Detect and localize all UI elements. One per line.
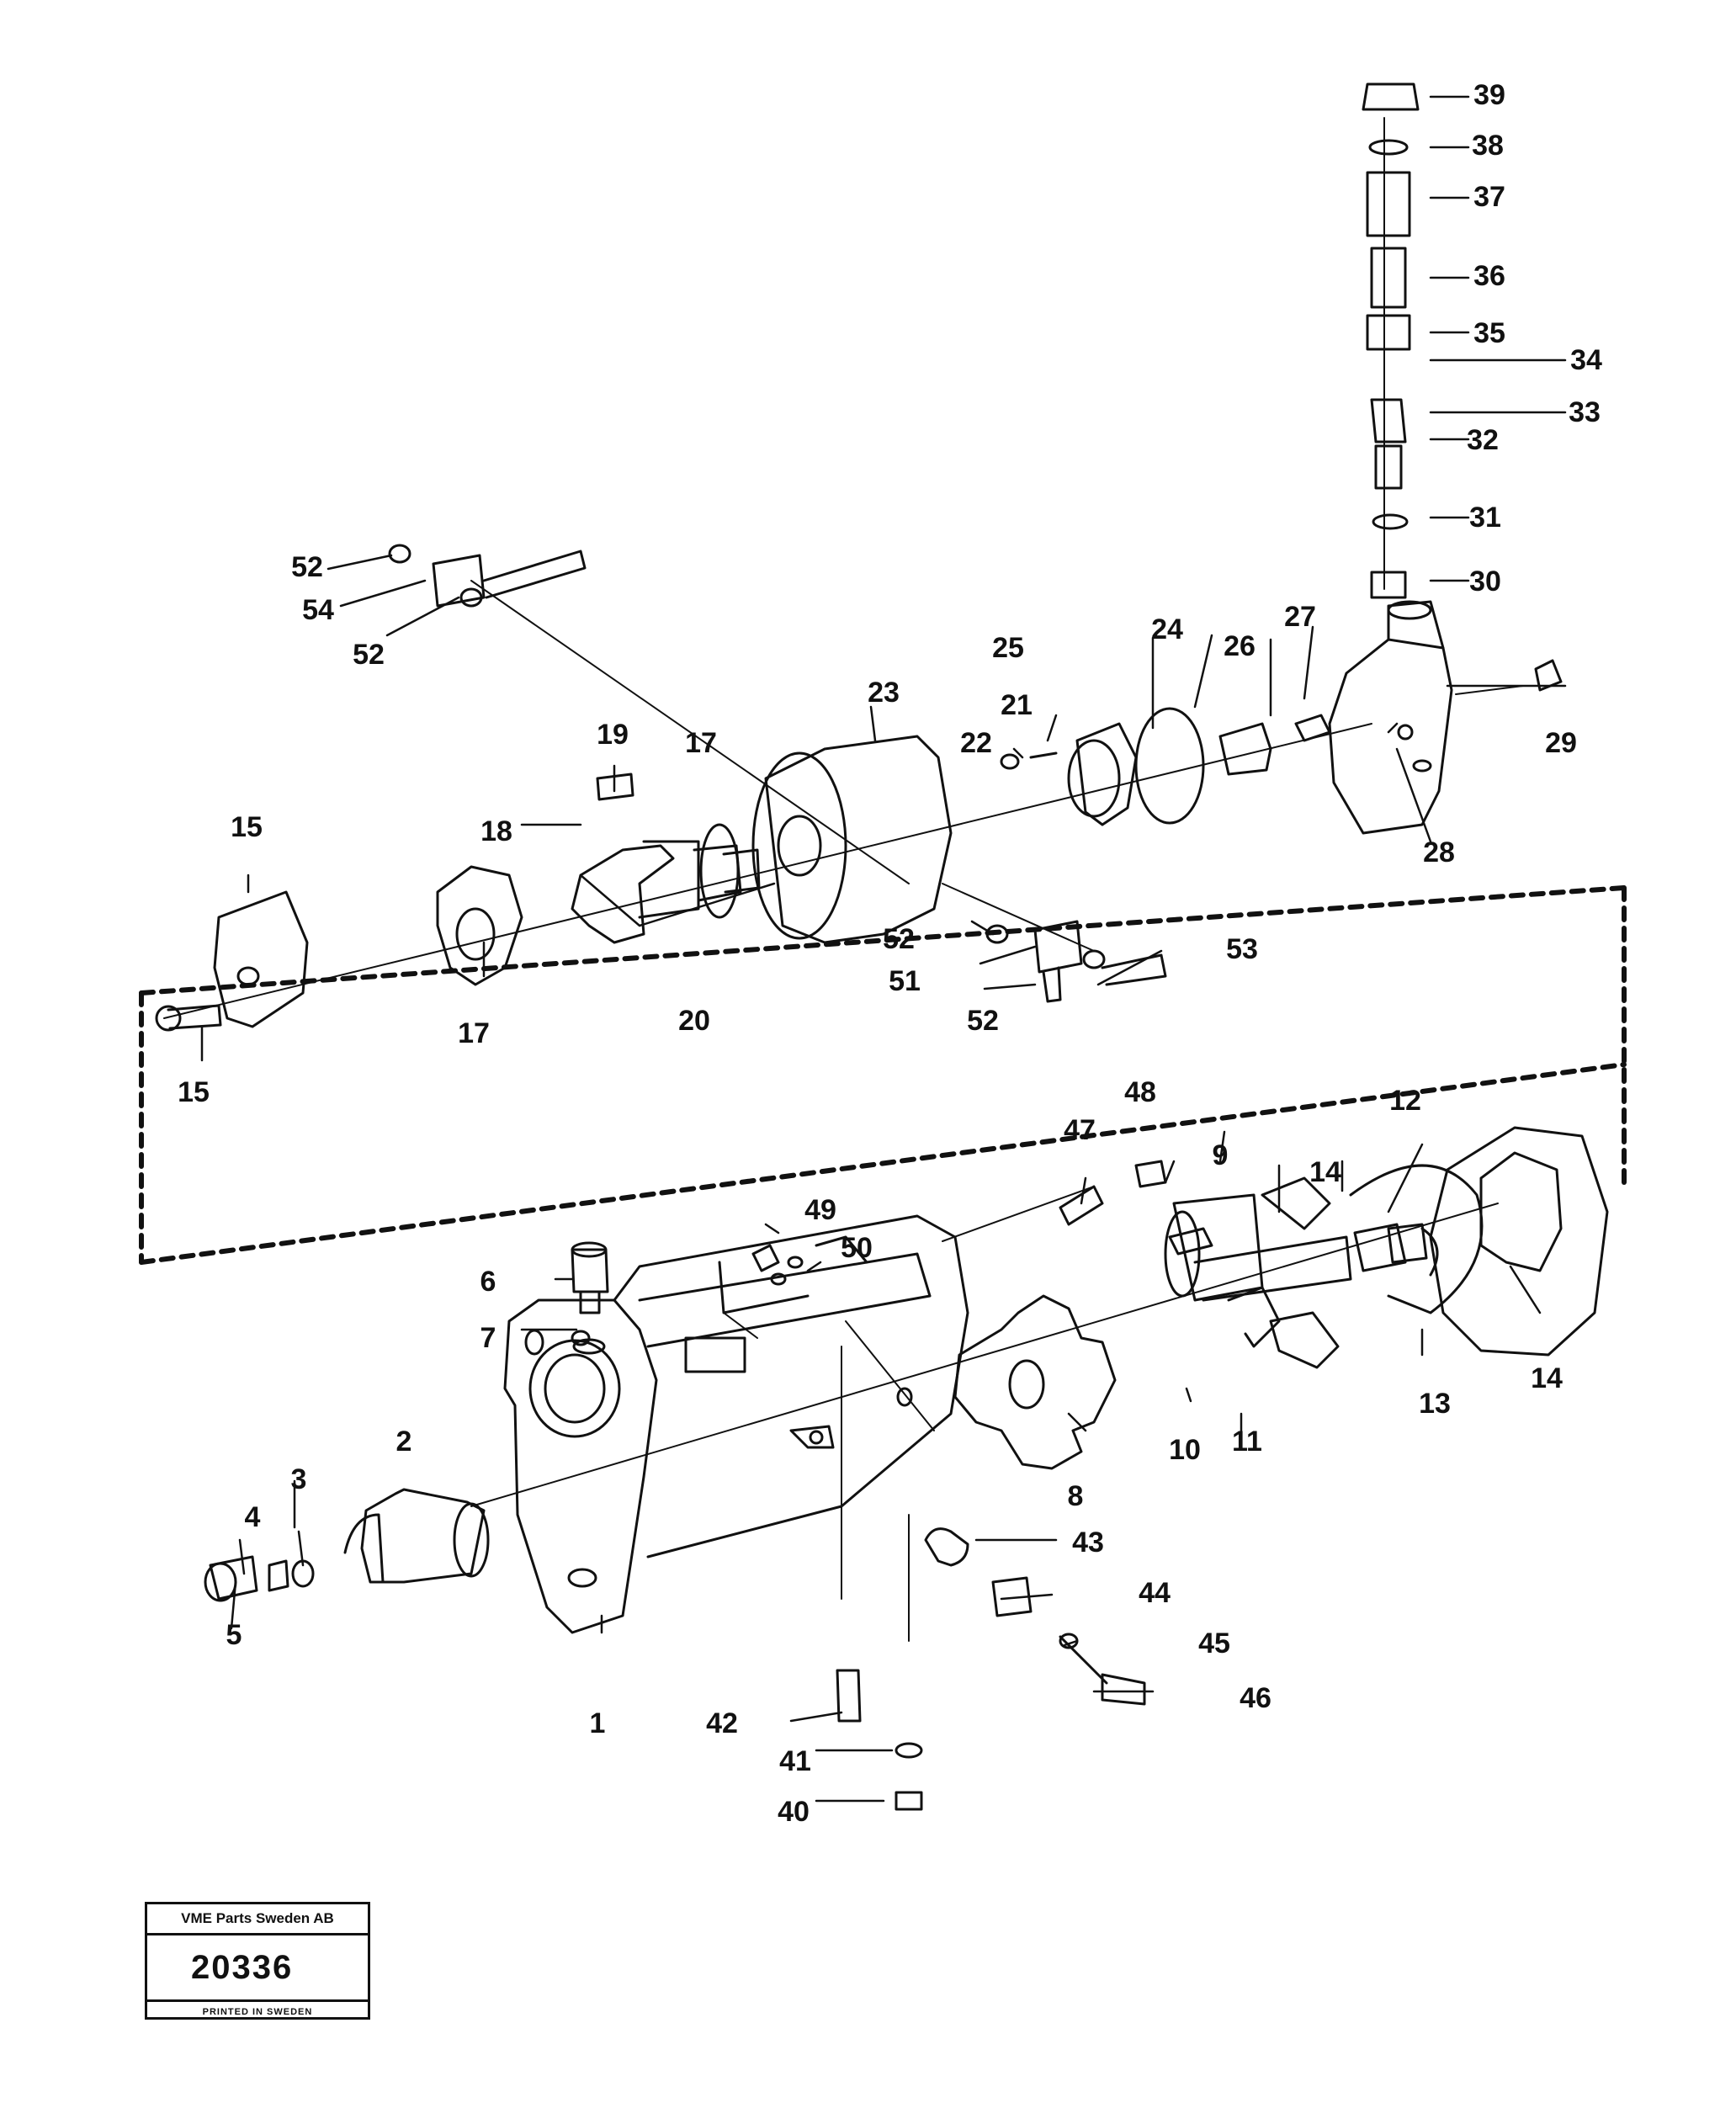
pump-housing-part bbox=[503, 1214, 969, 1634]
drawing-number: 20336 bbox=[147, 1935, 368, 2002]
head-parts-21-27 bbox=[1000, 707, 1331, 826]
part-label: 53 bbox=[1226, 933, 1258, 965]
part-label: 13 bbox=[1419, 1388, 1451, 1420]
part-label: 3 bbox=[291, 1463, 307, 1495]
part-label: 44 bbox=[1139, 1577, 1171, 1609]
screws-parts-40-50 bbox=[751, 1160, 1167, 1811]
part-label: 51 bbox=[889, 965, 921, 997]
part-label: 15 bbox=[231, 811, 263, 843]
part-label: 7 bbox=[480, 1322, 496, 1354]
part-label: 30 bbox=[1469, 565, 1501, 597]
part-label: 4 bbox=[245, 1501, 261, 1533]
sleeve-part-2 bbox=[343, 1488, 490, 1584]
part-label: 33 bbox=[1569, 396, 1601, 428]
part-label: 19 bbox=[597, 719, 629, 751]
part-label: 14 bbox=[1309, 1156, 1341, 1188]
part-label: 54 bbox=[302, 594, 334, 626]
part-label: 9 bbox=[1213, 1139, 1229, 1171]
part-label: 10 bbox=[1169, 1434, 1201, 1466]
part-label: 50 bbox=[841, 1232, 873, 1264]
part-label: 34 bbox=[1570, 344, 1602, 376]
part-label: 21 bbox=[1001, 689, 1033, 721]
part-label: 26 bbox=[1224, 630, 1256, 662]
part-label: 37 bbox=[1473, 181, 1505, 213]
part-label: 31 bbox=[1469, 502, 1501, 534]
part-label: 15 bbox=[178, 1076, 210, 1108]
hydraulic-head-part-28 bbox=[1328, 600, 1563, 835]
part-label: 28 bbox=[1423, 836, 1455, 868]
part-label: 42 bbox=[706, 1707, 738, 1739]
part-label: 52 bbox=[883, 923, 915, 955]
part-label: 25 bbox=[992, 632, 1024, 664]
part-label: 52 bbox=[291, 551, 323, 583]
part-label: 14 bbox=[1531, 1362, 1563, 1394]
part-label: 27 bbox=[1284, 601, 1316, 633]
part-label: 29 bbox=[1545, 727, 1577, 759]
union-parts-6-7 bbox=[571, 1241, 609, 1355]
center-axes bbox=[163, 117, 1524, 1642]
company-name: VME Parts Sweden AB bbox=[147, 1904, 368, 1935]
part-label: 45 bbox=[1198, 1627, 1230, 1659]
part-label: 24 bbox=[1151, 613, 1183, 645]
part-label: 38 bbox=[1472, 130, 1504, 162]
part-label: 35 bbox=[1473, 317, 1505, 349]
part-label: 6 bbox=[480, 1266, 496, 1298]
part-label: 48 bbox=[1124, 1076, 1156, 1108]
part-label: 18 bbox=[480, 815, 512, 847]
rotor-assembly-parts-9-14 bbox=[1164, 1176, 1428, 1369]
part-label: 17 bbox=[458, 1017, 490, 1049]
delivery-valve-stack-parts-30-39 bbox=[1362, 82, 1420, 599]
part-label: 23 bbox=[868, 677, 900, 709]
part-label: 11 bbox=[1232, 1426, 1262, 1458]
leader-lines bbox=[200, 95, 1567, 1803]
printed-note: PRINTED IN SWEDEN bbox=[202, 2007, 313, 2017]
part-label: 52 bbox=[353, 639, 385, 671]
retaining-rings-12-13 bbox=[1349, 1164, 1484, 1314]
part-label: 5 bbox=[226, 1619, 242, 1651]
banjo-parts-51-54 bbox=[388, 544, 1167, 1003]
cam-plate-part-8 bbox=[953, 1294, 1117, 1470]
part-label: 20 bbox=[678, 1005, 710, 1037]
part-label: 49 bbox=[804, 1194, 836, 1226]
part-label: 43 bbox=[1072, 1527, 1104, 1558]
part-label: 47 bbox=[1064, 1114, 1096, 1146]
part-label: 8 bbox=[1068, 1480, 1084, 1512]
part-label: 40 bbox=[778, 1796, 810, 1828]
part-label: 36 bbox=[1473, 260, 1505, 292]
dashed-assembly-frame bbox=[139, 885, 1627, 1265]
part-label: 41 bbox=[779, 1745, 811, 1777]
part-label: 22 bbox=[960, 727, 992, 759]
title-block: VME Parts Sweden AB 20336 PRINTED IN SWE… bbox=[145, 1902, 370, 2020]
head-body-part-23 bbox=[751, 735, 953, 944]
governor-parts-15-20 bbox=[155, 773, 761, 1032]
part-label: 1 bbox=[590, 1707, 606, 1739]
part-label: 46 bbox=[1240, 1682, 1271, 1714]
part-label: 39 bbox=[1473, 79, 1505, 111]
part-label: 12 bbox=[1389, 1085, 1421, 1117]
cam-ring-part-14 bbox=[1429, 1126, 1609, 1357]
part-label: 52 bbox=[967, 1005, 999, 1037]
plug-parts-3-4-5 bbox=[204, 1555, 315, 1602]
part-label: 2 bbox=[396, 1426, 412, 1458]
part-label: 17 bbox=[685, 727, 717, 759]
part-label: 32 bbox=[1467, 424, 1499, 456]
